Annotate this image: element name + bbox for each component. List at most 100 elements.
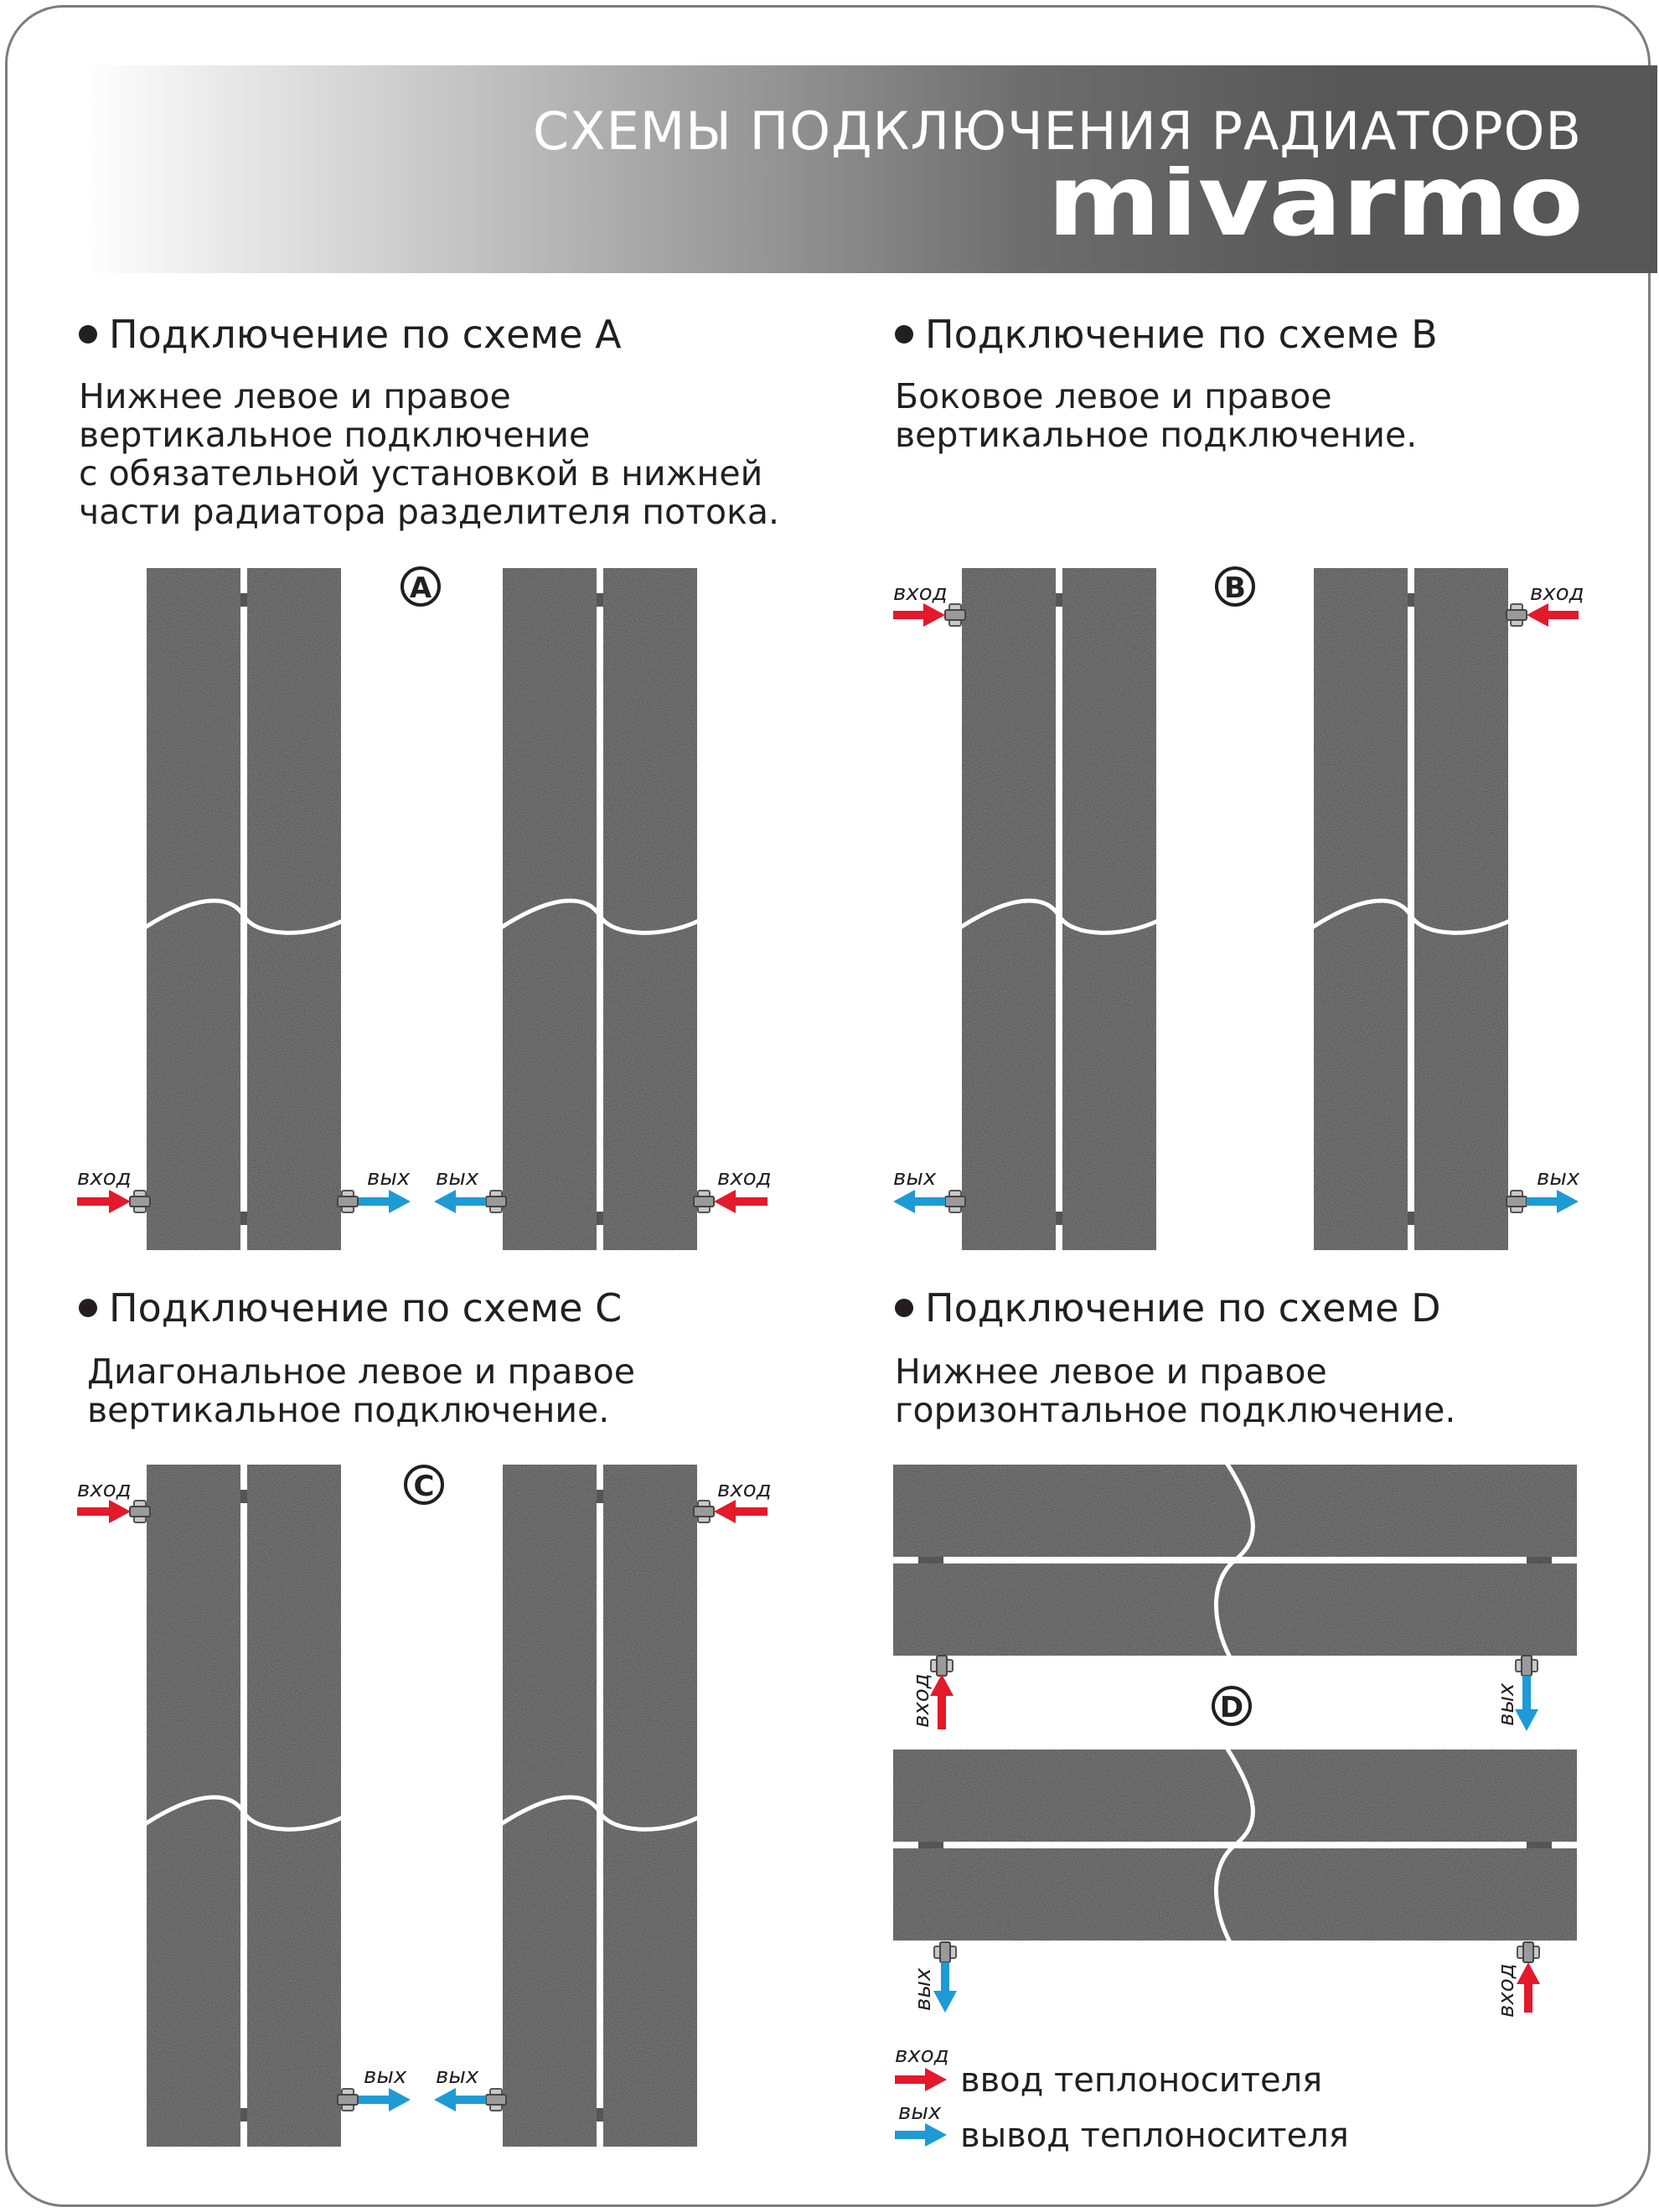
- section-a-title: Подключение по схеме A: [79, 312, 622, 357]
- section-d-description: Нижнее левое и правое горизонтальное под…: [895, 1351, 1456, 1430]
- legend-inlet-arrow-icon: [895, 2068, 947, 2091]
- radiator-a-left: [143, 568, 344, 1250]
- badge-b: B: [1215, 566, 1255, 607]
- svg-text:A: A: [410, 571, 432, 605]
- badge-d: D: [1212, 1686, 1252, 1726]
- radiator-c-left: [143, 1465, 344, 2147]
- connector: [240, 2108, 247, 2122]
- radiator-column: [1314, 568, 1408, 1250]
- svg-text:C: C: [414, 1470, 435, 1503]
- break-line: [1214, 1746, 1255, 1944]
- radiator-row: [893, 1563, 1577, 1656]
- badge-a: A: [401, 566, 441, 607]
- inlet-arrow-icon: [77, 1190, 131, 1213]
- radiator-column: [147, 1465, 240, 2147]
- break-line: [1214, 1461, 1255, 1659]
- legend-inlet-text: ввод теплоносителя: [960, 2061, 1323, 2100]
- inlet-arrow-icon: [1527, 603, 1579, 627]
- label-outlet: вых: [364, 2064, 407, 2089]
- radiator-column: [603, 1465, 697, 2147]
- section-a-description: Нижнее левое и правое вертикальное подкл…: [79, 376, 780, 532]
- valve-icon: [1517, 1941, 1540, 1963]
- brand-logo-text: mivarmo: [1047, 166, 1584, 250]
- valve-icon: [930, 1655, 954, 1677]
- legend-inlet-small: вход: [895, 2043, 949, 2068]
- connector: [597, 1212, 603, 1225]
- label-inlet: вход: [1494, 1963, 1519, 2018]
- connector: [597, 1490, 603, 1503]
- connector: [240, 1212, 247, 1225]
- svg-text:D: D: [1220, 1691, 1243, 1724]
- connector: [597, 2108, 603, 2122]
- label-inlet: вход: [893, 581, 948, 606]
- bullet-icon: [79, 324, 97, 344]
- bullet-icon: [79, 1298, 97, 1317]
- connector: [1408, 1212, 1414, 1225]
- valve-icon: [1515, 1655, 1538, 1677]
- radiator-column: [247, 1465, 341, 2147]
- valve-icon: [933, 1941, 957, 1963]
- break-line: [143, 898, 344, 935]
- header-banner: СХЕМЫ ПОДКЛЮЧЕНИЯ РАДИАТОРОВ mivarmo теп…: [84, 65, 1657, 318]
- connector: [240, 1490, 247, 1503]
- section-b-title: Подключение по схеме B: [895, 312, 1438, 357]
- page-frame: [5, 5, 1651, 2207]
- outlet-arrow-icon: [359, 1190, 411, 1213]
- outlet-arrow-icon: [1515, 1676, 1538, 1731]
- connector: [1527, 1842, 1552, 1848]
- inlet-arrow-icon: [1517, 1962, 1540, 2013]
- connector: [597, 593, 603, 607]
- legend-outlet-small: вых: [898, 2100, 942, 2125]
- label-inlet: вход: [717, 1165, 772, 1191]
- label-outlet: вых: [436, 2064, 479, 2089]
- badge-c: C: [404, 1465, 444, 1505]
- connector: [240, 593, 247, 607]
- legend-outlet-arrow-icon: [895, 2123, 947, 2147]
- inlet-arrow-icon: [930, 1674, 954, 1729]
- radiator-column: [503, 568, 597, 1250]
- outlet-arrow-icon: [933, 1962, 957, 2013]
- header-tagline: тепло вашего дома: [1203, 282, 1578, 318]
- radiator-column: [503, 1465, 597, 2147]
- break-line: [499, 898, 700, 935]
- radiator-d-top: [893, 1461, 1577, 1659]
- label-outlet: вых: [893, 1165, 937, 1191]
- connector: [1056, 593, 1062, 607]
- outlet-arrow-icon: [434, 2088, 486, 2111]
- radiator-column: [147, 568, 240, 1250]
- connector: [1527, 1557, 1552, 1563]
- radiator-b-right: [1310, 568, 1512, 1250]
- label-outlet: вых: [1537, 1165, 1580, 1191]
- radiator-column: [247, 568, 341, 1250]
- radiator-a-right: [499, 568, 700, 1250]
- break-line: [499, 1795, 700, 1832]
- bullet-icon: [895, 1298, 913, 1317]
- label-outlet: вых: [911, 1967, 936, 2011]
- connector: [1056, 1212, 1062, 1225]
- radiator-d-bottom: [893, 1746, 1577, 1944]
- radiator-c-right: [499, 1465, 700, 2147]
- outlet-arrow-icon: [434, 1190, 486, 1213]
- break-line: [1310, 898, 1512, 935]
- label-inlet: вход: [77, 1165, 132, 1191]
- radiator-column: [962, 568, 1056, 1250]
- section-c-description: Диагональное левое и правое вертикальное…: [87, 1351, 635, 1430]
- label-inlet: вход: [717, 1477, 772, 1502]
- label-inlet: вход: [1530, 581, 1584, 606]
- outlet-arrow-icon: [359, 2088, 411, 2111]
- legend-outlet-text: вывод теплоносителя: [960, 2116, 1349, 2155]
- section-b-description: Боковое левое и правое вертикальное подк…: [895, 376, 1418, 455]
- label-outlet: вых: [436, 1165, 479, 1191]
- inlet-arrow-icon: [893, 603, 945, 627]
- inlet-arrow-icon: [714, 1190, 767, 1213]
- label-outlet: вых: [1494, 1682, 1519, 1726]
- label-outlet: вых: [367, 1165, 411, 1191]
- radiator-column: [603, 568, 697, 1250]
- header-title: СХЕМЫ ПОДКЛЮЧЕНИЯ РАДИАТОРОВ: [532, 101, 1582, 162]
- inlet-arrow-icon: [714, 1500, 767, 1523]
- brand-logo: mivarmo: [1047, 166, 1584, 250]
- connector: [918, 1842, 943, 1848]
- outlet-arrow-icon: [893, 1190, 945, 1213]
- section-d-title: Подключение по схеме D: [895, 1285, 1441, 1331]
